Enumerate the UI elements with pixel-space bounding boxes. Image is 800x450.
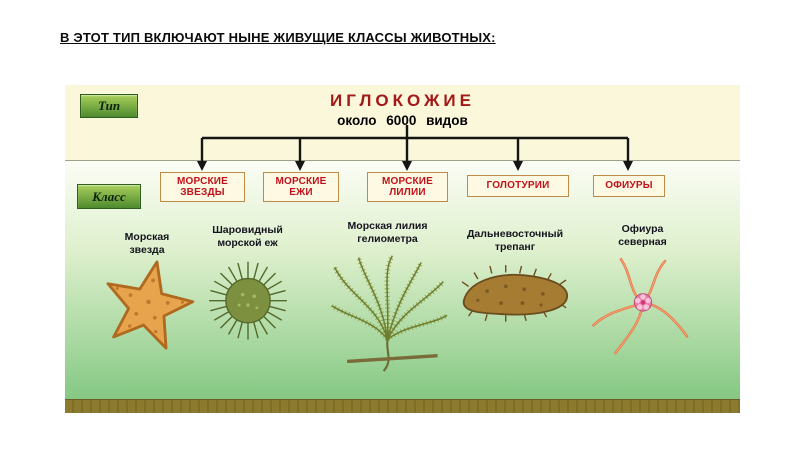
species-label: Шаровидный морской еж	[212, 224, 283, 249]
species-item-sea-cucumber: Дальневосточный трепанг	[450, 228, 580, 328]
sea-lily-icon	[330, 254, 449, 372]
connector-arrows-icon	[197, 125, 633, 171]
species-label: Офиура северная	[618, 223, 667, 248]
species-item-sea-star: Морская звезда	[92, 231, 202, 354]
species-label: Морская лилия гелиометра	[347, 220, 428, 245]
species-item-brittle-star: Офиура северная	[585, 223, 700, 363]
classes-panel	[65, 160, 740, 413]
species-item-sea-urchin: Шаровидный морской еж	[195, 224, 300, 344]
species-label: Морская звезда	[124, 231, 170, 256]
class-box-sea-urchins: МОРСКИЕ ЕЖИ	[263, 172, 339, 202]
sea-cucumber-icon	[461, 265, 568, 322]
class-box-holothurians: ГОЛОТУРИИ	[467, 175, 569, 197]
class-box-sea-lilies: МОРСКИЕ ЛИЛИИ	[367, 172, 448, 202]
class-box-ophiuroids: ОФИУРЫ	[593, 175, 665, 197]
class-box-sea-stars: МОРСКИЕ ЗВЕЗДЫ	[160, 172, 245, 202]
type-badge: Тип	[80, 94, 138, 118]
species-label: Дальневосточный трепанг	[466, 228, 564, 253]
species-item-sea-lily: Морская лилия гелиометра	[320, 220, 455, 373]
phylum-name: ИГЛОКОЖИЕ	[330, 91, 475, 110]
sea-urchin-icon	[208, 261, 287, 340]
classification-diagram: Тип ИГЛОКОЖИЕ около 6000 видов	[65, 85, 740, 413]
brittle-star-icon	[591, 258, 688, 355]
phylum-panel: Тип ИГЛОКОЖИЕ около 6000 видов	[65, 85, 740, 160]
sea-star-icon	[106, 260, 194, 350]
seabed-strip	[65, 399, 740, 413]
class-badge: Класс	[77, 184, 141, 209]
slide-title: В ЭТОТ ТИП ВКЛЮЧАЮТ НЫНЕ ЖИВУЩИЕ КЛАССЫ …	[60, 30, 496, 45]
phylum-species-count: около 6000 видов	[337, 113, 468, 128]
